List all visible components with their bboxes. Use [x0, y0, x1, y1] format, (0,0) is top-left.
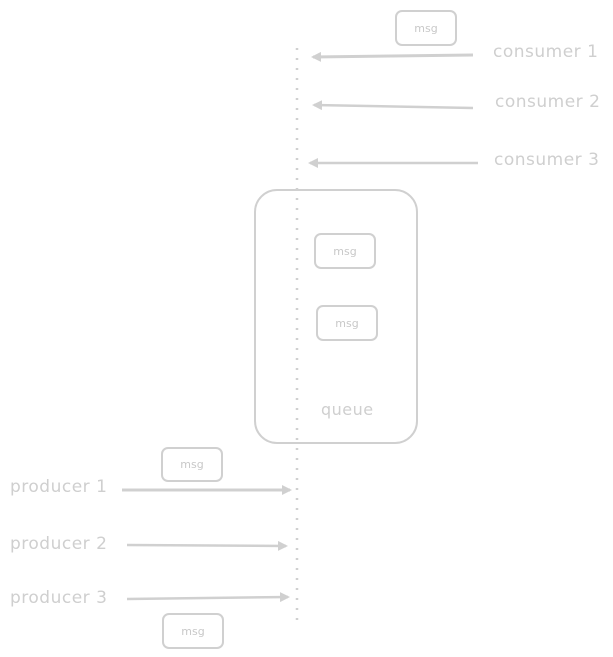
queue-msg-1: msg [314, 233, 376, 269]
producer-1-label: producer 1 [10, 477, 108, 497]
msg-box-producer-3: msg [162, 613, 224, 649]
queue-label: queue [321, 400, 374, 419]
consumer-3-label: consumer 3 [494, 150, 600, 170]
consumer-1-label: consumer 1 [493, 42, 599, 62]
queue-msg-2: msg [316, 305, 378, 341]
producer-3-label: producer 3 [10, 588, 108, 608]
producer-3-arrow [126, 592, 290, 603]
producer-2-label: producer 2 [10, 534, 108, 554]
queue-box [254, 189, 418, 444]
msg-box-producer-1: msg [161, 447, 223, 482]
consumer-1-arrow [311, 51, 474, 62]
msg-box-top: msg [395, 10, 457, 46]
consumer-2-arrow [312, 100, 474, 111]
producer-2-arrow [126, 540, 288, 551]
consumer-2-label: consumer 2 [495, 92, 601, 112]
